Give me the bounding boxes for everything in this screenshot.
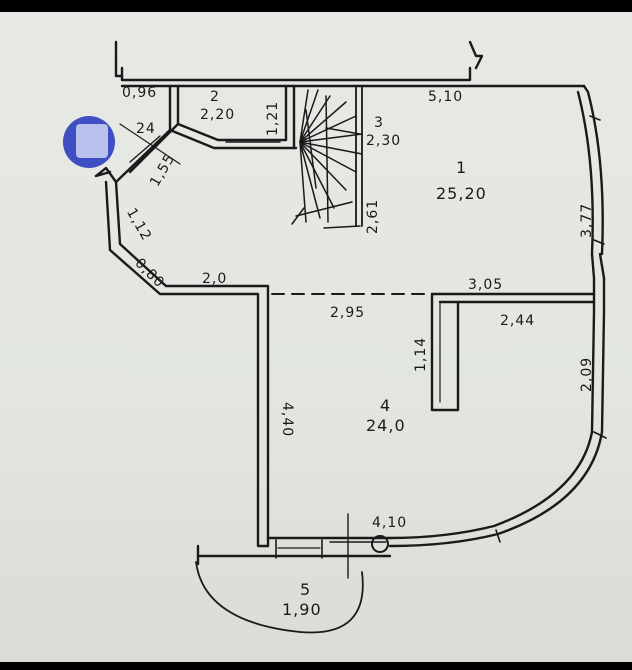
dim-stair-vertical: 1,21 (265, 100, 281, 136)
room2-wall (168, 84, 298, 150)
marker-label-box (76, 124, 108, 158)
dim-2-0: 2,0 (202, 271, 228, 287)
right-curved-wall (582, 84, 604, 256)
room-4-number: 4 (380, 396, 392, 415)
room-3-number: 3 (374, 115, 384, 131)
dim-2-44: 2,44 (500, 313, 536, 329)
room-4-area: 24,0 (366, 416, 406, 435)
left-wall (104, 180, 270, 548)
top-wall (120, 66, 472, 82)
dim-1-14: 1,14 (413, 336, 429, 372)
lower-curved-wall (388, 430, 604, 548)
floor-plan-drawing (94, 40, 607, 634)
dim-4-40: 4,40 (279, 402, 295, 438)
dim-top-left: 0,96 (122, 85, 158, 101)
dim-3-05: 3,05 (468, 277, 504, 293)
room-2-area: 2,20 (200, 107, 236, 123)
room-5-number: 5 (300, 580, 312, 599)
balcony-arc (195, 561, 364, 634)
room-2-number: 2 (210, 89, 220, 105)
dim-2-95: 2,95 (330, 305, 366, 321)
dim-small-24: 24 (136, 121, 156, 137)
dim-2-09: 2,09 (579, 356, 595, 392)
room-1-number: 1 (456, 158, 468, 177)
room-1-area: 25,20 (436, 184, 487, 203)
room-5-area: 1,90 (282, 600, 322, 619)
dim-stair-horizontal: 2,61 (365, 198, 381, 234)
stairs (291, 85, 363, 229)
dim-4-10: 4,10 (372, 515, 408, 531)
room-3-area: 2,30 (366, 133, 402, 149)
column-circle (371, 535, 389, 553)
dim-top-right: 5,10 (428, 89, 464, 105)
dim-right-upper: 3,77 (579, 202, 595, 238)
plan-sheet: 2 2,20 3 2,30 1 25,20 4 24,0 5 1,90 0,96… (0, 12, 632, 662)
